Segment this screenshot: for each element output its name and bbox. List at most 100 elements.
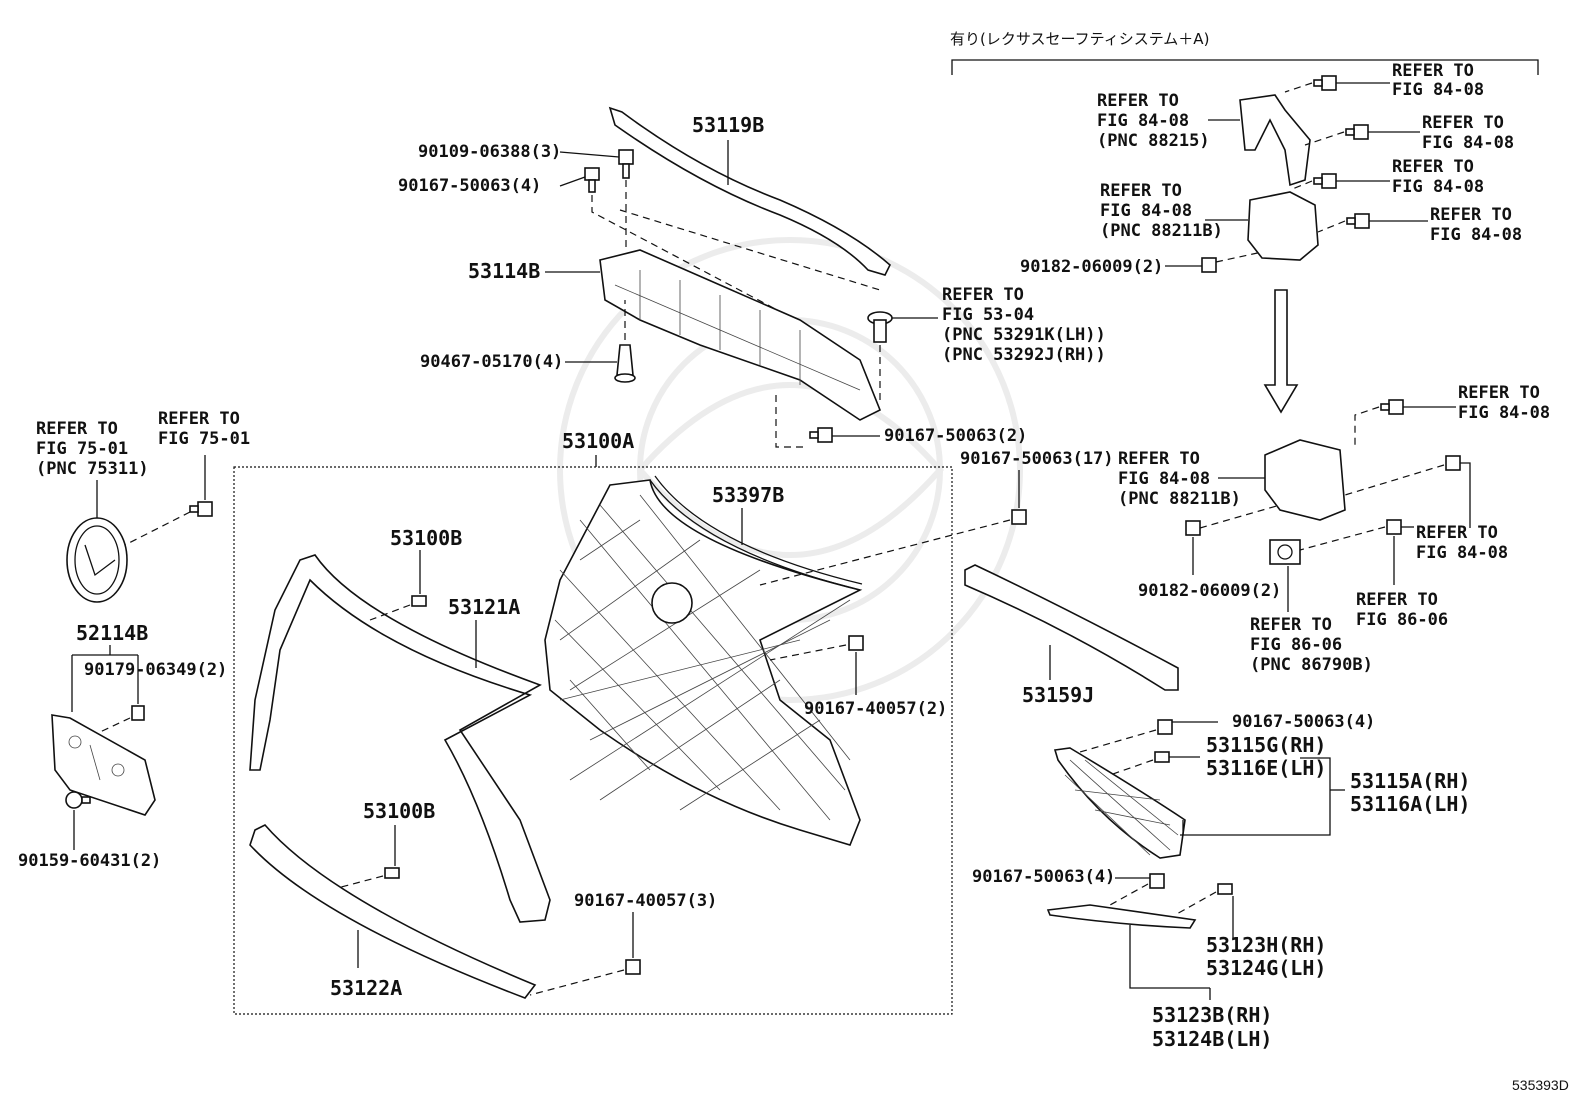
ref-5304-l1: REFER TO <box>942 285 1024 305</box>
bolt-icon <box>1380 399 1404 415</box>
label-90167-17: 90167-50063(17) <box>960 449 1114 469</box>
bolt-icon <box>1157 719 1173 735</box>
connector-icon <box>1269 539 1301 565</box>
radar-sensor-icon <box>1264 439 1346 521</box>
emblem-icon <box>66 517 128 603</box>
ref-e-l3: (PNC 88211B) <box>1100 221 1223 241</box>
ref-7501a-l1: REFER TO <box>36 419 118 439</box>
ref-j-l2: FIG 86-06 <box>1356 610 1448 630</box>
part-53121a-frame <box>249 554 551 923</box>
bolt-icon <box>809 427 833 443</box>
ref-7501a-l2: FIG 75-01 <box>36 439 128 459</box>
license-bracket-icon <box>51 714 156 816</box>
ref-k-l3: (PNC 86790B) <box>1250 655 1373 675</box>
ref-i-l1: REFER TO <box>1416 523 1498 543</box>
ref-b-l3: (PNC 88215) <box>1097 131 1210 151</box>
label-53397b: 53397B <box>712 483 784 507</box>
label-53123b: 53123B(RH) <box>1152 1003 1272 1027</box>
ref-h-l2: FIG 84-08 <box>1118 469 1210 489</box>
nut-icon <box>1185 520 1201 536</box>
bolt-icon <box>1011 509 1027 525</box>
ref-i-l2: FIG 84-08 <box>1416 543 1508 563</box>
bolt-icon <box>1345 124 1369 140</box>
ref-5304-l4: (PNC 53292J(RH)) <box>942 345 1106 365</box>
bolt-icon <box>189 501 213 517</box>
ref-c-l2: FIG 84-08 <box>1422 133 1514 153</box>
label-53122a: 53122A <box>330 976 402 1000</box>
bolt-icon <box>625 959 641 975</box>
ref-b-l2: FIG 84-08 <box>1097 111 1189 131</box>
label-90167-4b: 90167-50063(4) <box>1232 712 1375 732</box>
ref-h-l3: (PNC 88211B) <box>1118 489 1241 509</box>
ref-a-l1: REFER TO <box>1392 61 1474 81</box>
label-53100b-a: 53100B <box>390 526 462 550</box>
label-90167-40057-3: 90167-40057(3) <box>574 891 717 911</box>
label-53123h: 53123H(RH) <box>1206 933 1326 957</box>
bolt-icon <box>1445 455 1461 471</box>
label-53124b: 53124B(LH) <box>1152 1027 1272 1051</box>
figure-id: 535393D <box>1512 1077 1569 1093</box>
clip-icon <box>384 867 400 879</box>
ref-g-l1: REFER TO <box>1458 383 1540 403</box>
ref-b-l1: REFER TO <box>1097 91 1179 111</box>
label-90182-a: 90182-06009(2) <box>1020 257 1163 277</box>
ref-5304-l2: FIG 53-04 <box>942 305 1034 325</box>
ref-c-l1: REFER TO <box>1422 113 1504 133</box>
sensor-bracket-icon <box>1239 94 1311 187</box>
label-53100a: 53100A <box>562 429 634 453</box>
bolt-icon <box>618 149 634 179</box>
grille-mesh <box>554 494 851 821</box>
ref-e-l2: FIG 84-08 <box>1100 201 1192 221</box>
clip-icon <box>1217 883 1233 895</box>
bolt-icon <box>1346 213 1370 229</box>
label-53114b: 53114B <box>468 259 540 283</box>
grille-emblem-mount <box>651 582 693 624</box>
part-53159j-absorber <box>964 564 1179 691</box>
grille-assembly-box <box>233 466 953 1015</box>
label-90179: 90179-06349(2) <box>84 660 227 680</box>
label-53116a: 53116A(LH) <box>1350 792 1470 816</box>
ref-e-l1: REFER TO <box>1100 181 1182 201</box>
bolt-icon <box>1149 873 1165 889</box>
bolt-icon <box>584 167 600 193</box>
part-53122a-lower-molding <box>249 824 537 999</box>
diagram-labels: 有り(レクサスセーフティシステム＋A) 53119B 90109-06388(3… <box>18 30 1569 1093</box>
part-53114b-bracket <box>599 249 882 421</box>
label-90182-b: 90182-06009(2) <box>1138 581 1281 601</box>
bolt-icon <box>848 635 864 651</box>
clip-icon <box>131 705 145 721</box>
ref-a-l2: FIG 84-08 <box>1392 80 1484 100</box>
ref-h-l1: REFER TO <box>1118 449 1200 469</box>
ref-d-l1: REFER TO <box>1392 157 1474 177</box>
label-53121a: 53121A <box>448 595 520 619</box>
label-53119b: 53119B <box>692 113 764 137</box>
label-90159: 90159-60431(2) <box>18 851 161 871</box>
clip-icon <box>1154 751 1170 763</box>
ref-7501a-l3: (PNC 75311) <box>36 459 149 479</box>
label-90167-4c: 90167-50063(4) <box>972 867 1115 887</box>
nut-icon <box>1201 257 1217 273</box>
clip-icon <box>867 311 893 343</box>
label-53124g: 53124G(LH) <box>1206 956 1326 980</box>
label-53116e: 53116E(LH) <box>1206 756 1326 780</box>
part-53100a-grille <box>544 479 863 846</box>
ref-k-l1: REFER TO <box>1250 615 1332 635</box>
label-90167-40057-2: 90167-40057(2) <box>804 699 947 719</box>
label-90109: 90109-06388(3) <box>418 142 561 162</box>
clip-icon <box>614 344 636 383</box>
ref-7501b-l1: REFER TO <box>158 409 240 429</box>
option-bracket <box>951 59 1539 75</box>
bolt-icon <box>65 791 91 809</box>
radar-sensor-icon <box>1247 191 1319 261</box>
label-52114b: 52114B <box>76 621 148 645</box>
label-53115g: 53115G(RH) <box>1206 733 1326 757</box>
label-90167-2a: 90167-50063(2) <box>884 426 1027 446</box>
ref-5304-l3: (PNC 53291K(LH)) <box>942 325 1106 345</box>
label-53115a: 53115A(RH) <box>1350 769 1470 793</box>
label-53100b-b: 53100B <box>363 799 435 823</box>
bolt-icon <box>1313 75 1337 91</box>
clip-icon <box>411 595 427 607</box>
ref-j-l1: REFER TO <box>1356 590 1438 610</box>
ref-f-l2: FIG 84-08 <box>1430 225 1522 245</box>
part-53397b-molding <box>649 479 861 591</box>
